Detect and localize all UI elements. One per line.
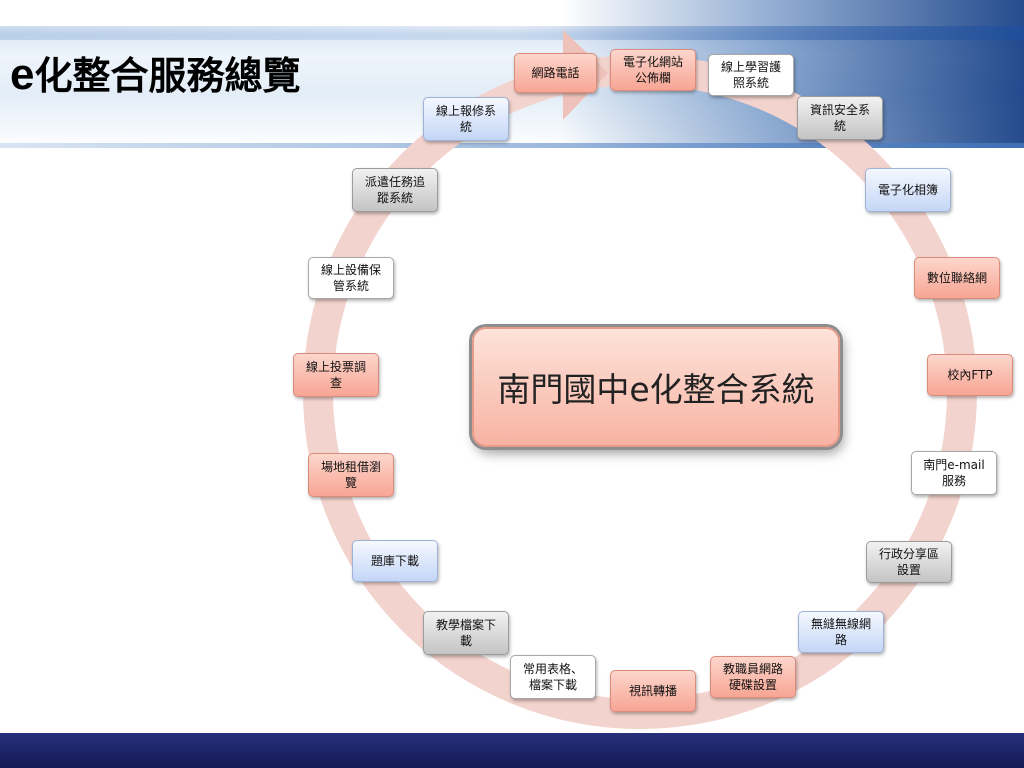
service-node-label-line: 線上學習護	[720, 60, 781, 74]
page-title-text: 化整合服務總覽	[34, 54, 301, 98]
service-node-label-line: 服務	[941, 474, 966, 488]
service-node-label-line: 派遣任務追	[364, 175, 425, 189]
service-node-label-line: 數位聯絡網	[926, 271, 987, 285]
service-node-bulletin[interactable]: 電子化網站公佈欄	[610, 49, 696, 91]
service-node-label: 校內FTP	[947, 367, 992, 383]
service-node-label-line: 南門e-mail	[923, 458, 985, 472]
service-node-label: 常用表格、檔案下載	[523, 661, 583, 693]
service-node-teaching[interactable]: 教學檔案下載	[423, 611, 509, 655]
service-node-label: 網路電話	[531, 65, 579, 81]
service-node-forms[interactable]: 常用表格、檔案下載	[510, 655, 596, 699]
service-node-label-line: 統	[833, 119, 846, 133]
service-node-label-line: 資訊安全系	[809, 103, 870, 117]
service-node-ftp[interactable]: 校內FTP	[927, 354, 1013, 396]
service-node-learning[interactable]: 線上學習護照系統	[708, 54, 794, 96]
service-node-label-line: 無縫無線網	[810, 617, 871, 631]
service-node-venue[interactable]: 場地租借瀏覽	[308, 453, 394, 497]
service-node-label: 電子化相簿	[878, 182, 938, 198]
service-node-vote[interactable]: 線上投票調查	[293, 353, 379, 397]
service-node-dispatch[interactable]: 派遣任務追蹤系統	[352, 168, 438, 212]
service-node-security[interactable]: 資訊安全系統	[797, 96, 883, 140]
service-node-label: 線上學習護照系統	[721, 59, 781, 91]
service-node-label: 資訊安全系統	[810, 102, 870, 134]
service-node-label: 教學檔案下載	[436, 617, 496, 649]
service-node-email[interactable]: 南門e-mail 服務	[911, 451, 997, 495]
service-node-label: 線上設備保管系統	[321, 262, 381, 294]
header-bottom-strip	[0, 143, 1024, 148]
service-node-label-line: 路	[834, 633, 847, 647]
service-node-label-line: 視訊轉播	[628, 684, 677, 698]
service-node-label-line: 電子化網站	[622, 55, 683, 69]
service-node-label-line: 線上設備保	[320, 263, 381, 277]
service-node-label-line: 管系統	[332, 279, 369, 293]
center-hub[interactable]: 南門國中e化整合系統	[472, 327, 840, 447]
service-node-phone[interactable]: 網路電話	[514, 53, 597, 93]
service-node-label-line: 蹤系統	[376, 191, 413, 205]
service-node-label: 線上報修系統	[436, 103, 496, 135]
service-node-label-line: 常用表格、	[522, 662, 583, 676]
service-node-label: 線上投票調查	[306, 359, 366, 391]
service-node-label: 電子化網站公佈欄	[623, 54, 683, 86]
service-node-label: 視訊轉播	[629, 683, 677, 699]
service-node-label-line: 統	[459, 120, 472, 134]
header-light-streak	[0, 26, 1024, 40]
service-node-label-line: 校內FTP	[947, 368, 993, 382]
service-node-label-line: 教職員網路	[722, 662, 783, 676]
service-node-album[interactable]: 電子化相簿	[865, 168, 951, 212]
service-node-label: 無縫無線網路	[811, 616, 871, 648]
service-node-equipment[interactable]: 線上設備保管系統	[308, 257, 394, 299]
service-node-label-line: 場地租借瀏	[320, 460, 381, 474]
page-title: e化整合服務總覽	[10, 52, 301, 99]
service-node-label-line: 照系統	[732, 76, 769, 90]
service-node-label: 題庫下載	[371, 553, 419, 569]
service-node-label-line: 線上投票調	[305, 360, 366, 374]
service-node-video[interactable]: 視訊轉播	[610, 670, 696, 712]
service-node-contacts[interactable]: 數位聯絡網	[914, 257, 1000, 299]
service-node-label-line: 覽	[344, 476, 357, 490]
service-node-repair[interactable]: 線上報修系統	[423, 97, 509, 141]
service-node-share[interactable]: 行政分享區設置	[866, 541, 952, 583]
service-node-label: 教職員網路硬碟設置	[723, 661, 783, 693]
service-node-label-line: 網路電話	[531, 66, 580, 80]
service-node-label: 數位聯絡網	[927, 270, 987, 286]
service-node-label-line: 檔案下載	[528, 678, 577, 692]
service-node-disk[interactable]: 教職員網路硬碟設置	[710, 656, 796, 698]
service-node-label-line: 硬碟設置	[728, 678, 777, 692]
page-title-prefix: e	[10, 50, 35, 99]
service-node-label: 派遣任務追蹤系統	[365, 174, 425, 206]
service-node-label-line: 題庫下載	[370, 554, 419, 568]
footer-bar	[0, 733, 1024, 768]
service-node-label: 場地租借瀏覽	[321, 459, 381, 491]
service-node-label-line: 查	[329, 376, 342, 390]
service-node-label-line: 行政分享區	[878, 547, 939, 561]
service-node-label: 南門e-mail 服務	[923, 457, 984, 489]
service-node-label-line: 載	[459, 634, 472, 648]
service-node-label-line: 教學檔案下	[435, 618, 496, 632]
service-node-label-line: 線上報修系	[435, 104, 496, 118]
service-node-exam[interactable]: 題庫下載	[352, 540, 438, 582]
service-node-label: 行政分享區設置	[879, 546, 939, 578]
service-node-wireless[interactable]: 無縫無線網路	[798, 611, 884, 653]
service-node-label-line: 設置	[896, 563, 921, 577]
service-node-label-line: 電子化相簿	[877, 183, 938, 197]
service-node-label-line: 公佈欄	[634, 71, 671, 85]
